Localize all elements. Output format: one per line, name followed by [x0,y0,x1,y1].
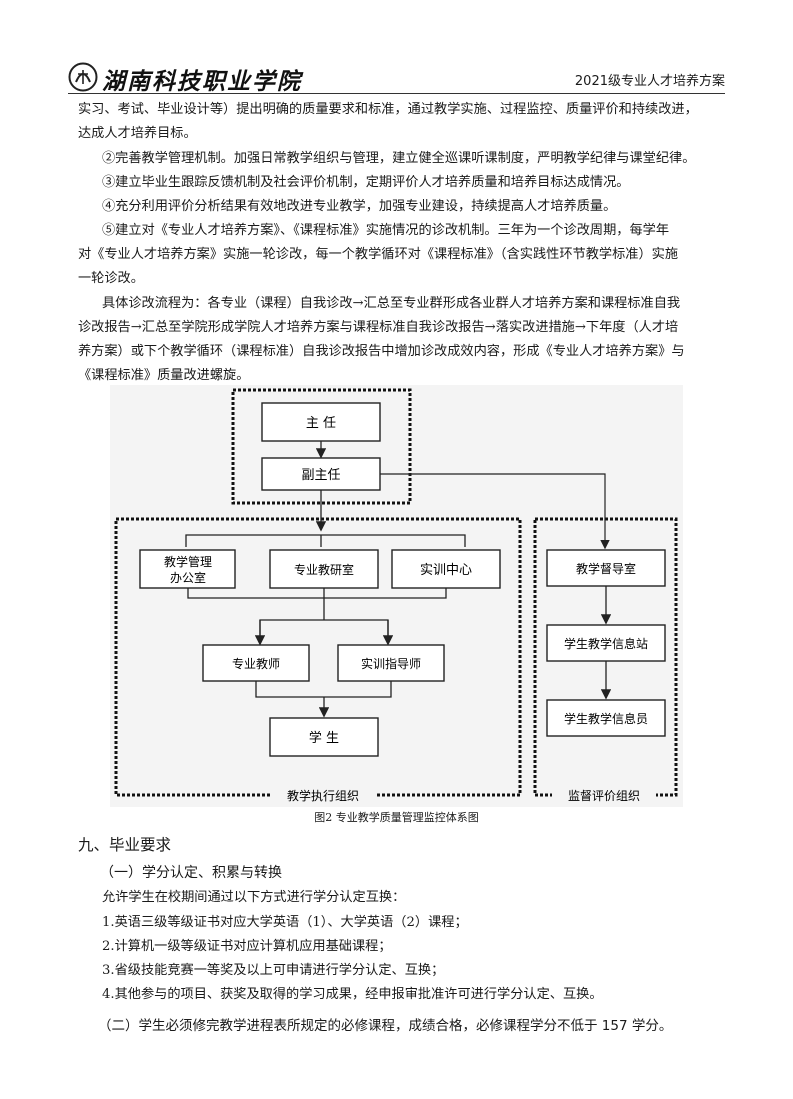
students-label: 学 生 [309,730,339,746]
list-item: 3.省级技能竞赛一等奖及以上可申请进行学分认定、互换； [102,963,445,978]
school-name: 湖南科技职业学院 [102,68,302,95]
supervision-office-label: 教学督导室 [576,561,636,576]
professional-teachers-box [202,644,310,682]
diagram-background [110,385,683,807]
body-line: 达成人才培养目标。 [78,126,197,141]
deputy-director-label: 副主任 [301,468,340,483]
execution-group-label: 教学执行组织 [287,788,359,803]
student-info-station-box [546,624,666,662]
teaching-office-label-1: 教学管理 [164,554,212,569]
list-item: 2.计算机一级等级证书对应计算机应用基础课程； [102,939,392,954]
body-line: 诊改报告→汇总至学院形成学院人才培养方案与课程标准自我诊改报告→落实改进措施→下… [78,320,679,335]
body-line: ⑤建立对《专业人才培养方案》、《课程标准》实施情况的诊改机制。三年为一个诊改周期… [102,223,670,238]
document-title: 2021级专业人才培养方案 [574,74,725,89]
professional-teachers-label: 专业教师 [232,656,280,671]
school-logo: 湖南科技职业学院 [68,60,300,95]
figure-caption: 图2 专业教学质量管理监控体系图 [314,811,479,824]
section-heading: 九、毕业要求 [78,836,172,854]
teaching-office-box [139,549,236,589]
body-line: ②完善教学管理机制。加强日常教学组织与管理，建立健全巡课听课制度，严明教学纪律与… [102,151,696,166]
director-box [261,402,381,442]
research-office-label: 专业教研室 [294,562,354,577]
supervision-office-box [546,549,666,587]
director-label: 主 任 [306,416,336,431]
requirement-two: （二）学生必须修完教学进程表所规定的必修课程，成绩合格，必修课程学分不低于 15… [98,1018,673,1034]
students-box [269,717,379,757]
body-line: ④充分利用评价分析结果有效地改进专业教学，加强专业建设，持续提高人才培养质量。 [102,199,617,214]
header-divider [68,93,725,94]
body-line: 一轮诊改。 [78,271,144,286]
list-item: 4.其他参与的项目、获奖及取得的学习成果，经申报审批准许可进行学分认定、互换。 [102,987,603,1002]
list-item: 1.英语三级等级证书对应大学英语（1）、大学英语（2）课程； [102,915,468,930]
teaching-office-label-2: 办公室 [170,570,206,585]
evaluation-group-label: 监督评价组织 [568,788,640,803]
training-instructors-label: 实训指导师 [361,656,421,671]
subsection-heading: （一）学分认定、积累与转换 [100,865,282,881]
research-office-box [269,549,379,589]
training-instructors-box [337,644,445,682]
body-line: ③建立毕业生跟踪反馈机制及社会评价机制，定期评价人才培养质量和培养目标达成情况。 [102,175,630,190]
quality-monitoring-diagram: 主 任 副主任 教学管理 办公室 专业教研室 实训中心 专业教师 实训指导师 学… [110,385,683,807]
body-line: 对《专业人才培养方案》实施一轮诊改，每一个教学循环对《课程标准》（含实践性环节教… [78,247,679,262]
school-emblem-icon [68,62,98,92]
training-center-box [391,549,501,589]
section-intro: 允许学生在校期间通过以下方式进行学分认定互换： [102,890,406,905]
body-line: 具体诊改流程为：各专业（课程）自我诊改→汇总至专业群形成各业群人才培养方案和课程… [102,296,681,311]
student-info-officer-box [546,699,666,737]
training-center-label: 实训中心 [420,563,472,578]
student-info-officer-label: 学生教学信息员 [564,711,648,726]
body-line: 《课程标准》质量改进螺旋。 [78,368,250,383]
student-info-station-label: 学生教学信息站 [564,636,648,651]
body-line: 养方案）或下个教学循环（课程标准）自我诊改报告中增加诊改成效内容，形成《专业人才… [78,344,685,359]
body-line: 实习、考试、毕业设计等）提出明确的质量要求和标准，通过教学实施、过程监控、质量评… [78,102,698,117]
